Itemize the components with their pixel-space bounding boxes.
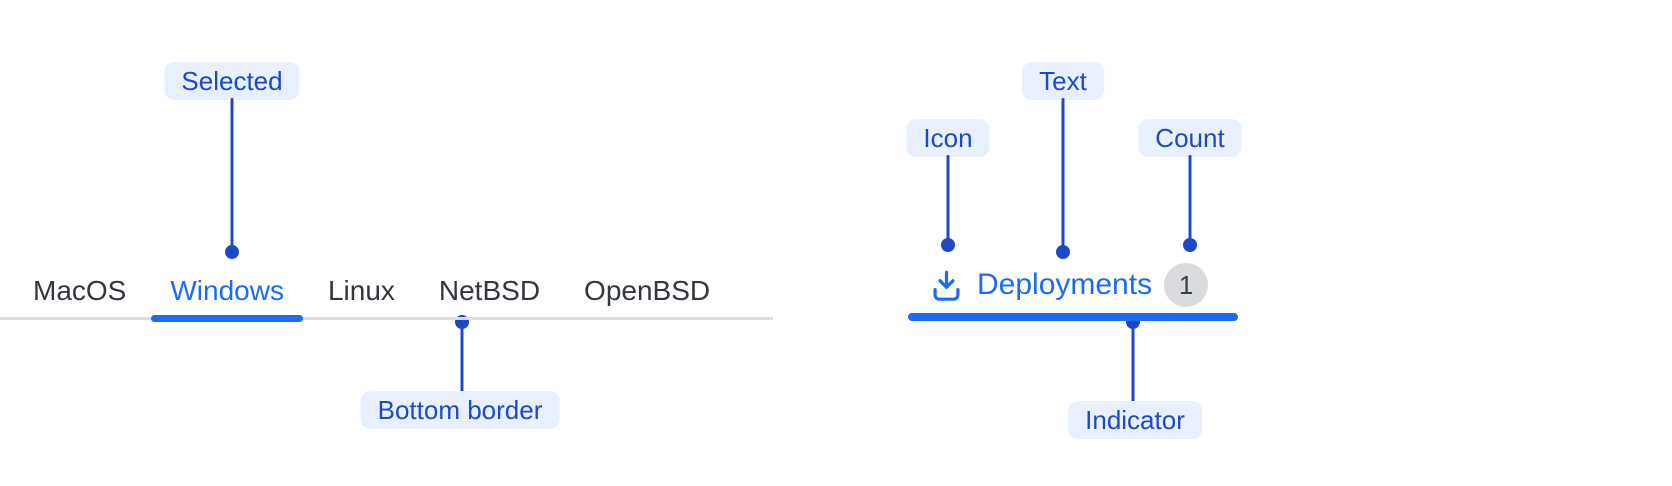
tab-macos[interactable]: MacOS xyxy=(14,264,145,317)
annotation-label-indicator: Indicator xyxy=(1068,401,1202,439)
tab-label: Deployments xyxy=(977,268,1153,301)
callout-dot-selected xyxy=(225,245,239,259)
annotation-label-count: Count xyxy=(1138,119,1242,157)
callout-line-count xyxy=(1188,155,1192,245)
tab-openbsd[interactable]: OpenBSD xyxy=(565,264,729,317)
callout-dot-icon xyxy=(941,238,955,252)
tab-indicator xyxy=(908,313,1238,321)
count-badge: 1 xyxy=(1164,263,1209,307)
tab-deployments[interactable]: Deployments 1 xyxy=(908,253,1238,321)
tab-label: OpenBSD xyxy=(584,274,711,306)
callout-line-icon xyxy=(946,155,950,245)
tab-label: Linux xyxy=(327,274,395,306)
tab-windows[interactable]: Windows xyxy=(151,264,303,322)
download-icon xyxy=(928,266,965,304)
callout-dot-count xyxy=(1183,238,1197,252)
tab-label: Windows xyxy=(170,274,284,306)
annotation-label-text: Text xyxy=(1022,62,1104,100)
callout-line-indicator xyxy=(1131,322,1135,404)
tab-label: NetBSD xyxy=(438,274,541,306)
callout-line-bottom-border xyxy=(460,322,464,394)
annotation-label-bottom-border: Bottom border xyxy=(360,391,560,429)
annotation-label-selected: Selected xyxy=(164,62,300,100)
callout-line-text xyxy=(1061,98,1065,252)
callout-dot-text xyxy=(1056,245,1070,259)
tab-netbsd[interactable]: NetBSD xyxy=(420,264,559,317)
annotation-label-icon: Icon xyxy=(906,119,990,157)
tab-label: MacOS xyxy=(33,274,127,306)
callout-line-selected xyxy=(230,98,234,252)
selected-tab-bottom-border xyxy=(151,315,303,322)
tab-bar: MacOS Windows Linux NetBSD OpenBSD xyxy=(0,264,773,322)
tab-linux[interactable]: Linux xyxy=(309,264,414,317)
